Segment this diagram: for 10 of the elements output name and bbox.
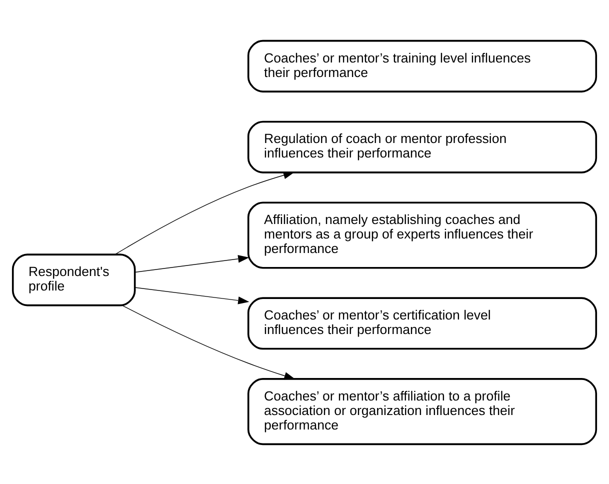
node-box: Coaches’ or mentor’s certification level influences their performance (247, 296, 598, 350)
arrow (114, 170, 295, 254)
node-box: Respondent's profile (12, 253, 136, 306)
arrow (122, 304, 296, 380)
node-box: Regulation of coach or mentor profession influences their performance (247, 120, 598, 173)
node-box: Coaches’ or mentor’s affiliation to a profile association or organization influences their performance (247, 378, 598, 445)
arrow (134, 254, 250, 272)
node-box: Affiliation, namely establishing coaches and mentors as a group of experts influences their performance (247, 201, 598, 268)
arrow (134, 286, 250, 304)
node-box: Coaches’ or mentor’s training level influences their performance (247, 39, 598, 92)
